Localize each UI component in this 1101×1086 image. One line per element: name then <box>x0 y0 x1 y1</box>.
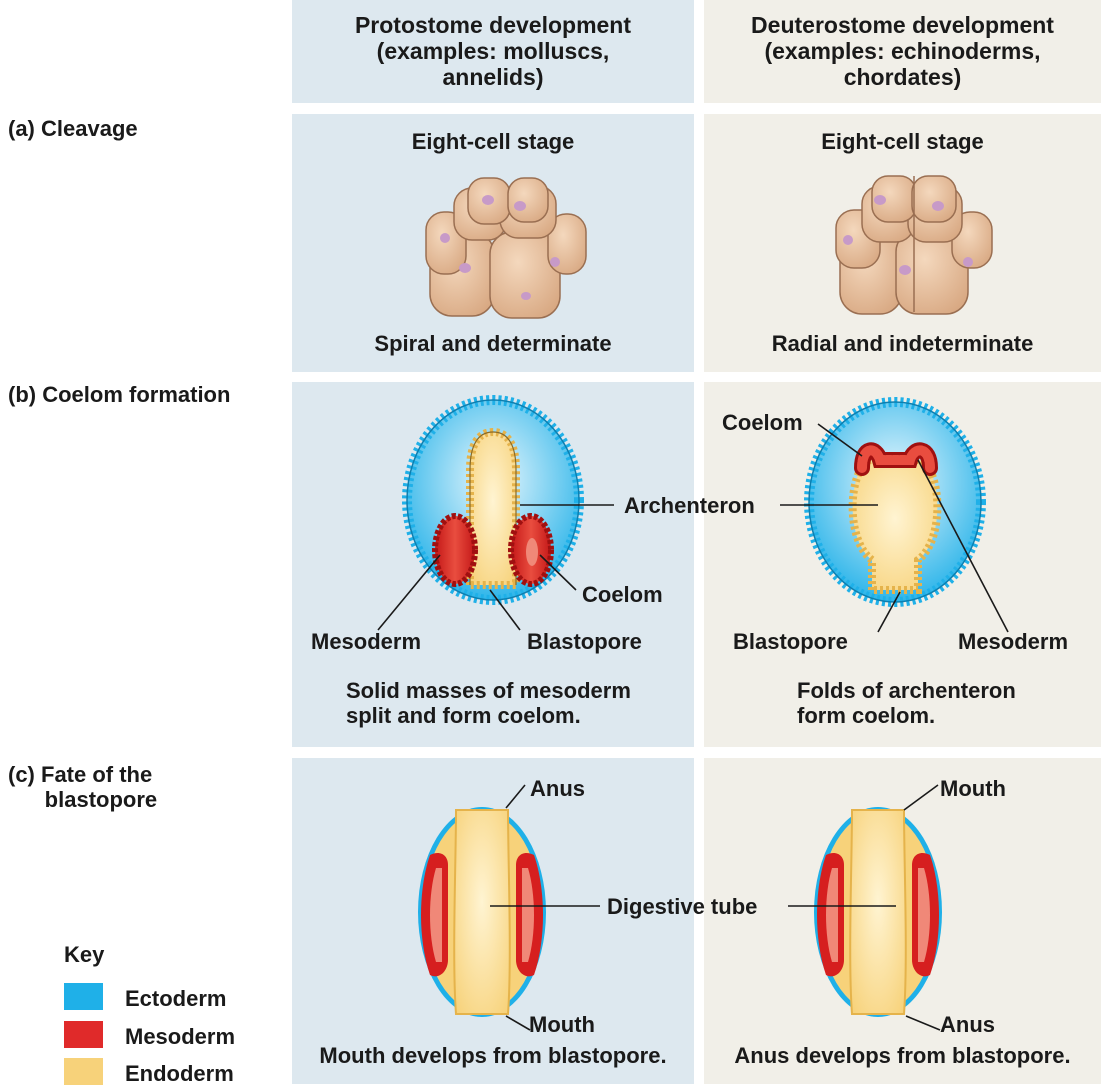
protostome-eight-cell-embryo <box>426 178 586 318</box>
endoderm-key-label: Endoderm <box>125 1061 234 1086</box>
proto-mesoderm-label: Mesoderm <box>311 629 421 654</box>
deut-cleavage-type: Radial and indeterminate <box>704 331 1101 356</box>
endoderm-swatch <box>64 1058 103 1085</box>
mesoderm-swatch <box>64 1021 103 1048</box>
deut-anus-label: Anus <box>940 1012 995 1037</box>
deut-fate-caption: Anus develops from blastopore. <box>704 1043 1101 1068</box>
deut-eight-cell-label: Eight-cell stage <box>704 129 1101 154</box>
key-title: Key <box>64 942 104 967</box>
proto-coelom-caption: Solid masses of mesoderm split and form … <box>346 678 631 728</box>
deut-mouth-label: Mouth <box>940 776 1006 801</box>
archenteron-label: Archenteron <box>624 493 755 518</box>
proto-coelom-label: Coelom <box>582 582 663 607</box>
proto-eight-cell-label: Eight-cell stage <box>292 129 694 154</box>
proto-mouth-label: Mouth <box>529 1012 595 1037</box>
proto-fate-caption: Mouth develops from blastopore. <box>292 1043 694 1068</box>
deut-mesoderm-label: Mesoderm <box>958 629 1068 654</box>
deut-coelom-label: Coelom <box>722 410 803 435</box>
protostome-digestive-tube-embryo <box>418 807 546 1017</box>
deuterostome-eight-cell-embryo <box>836 176 992 314</box>
ectoderm-swatch <box>64 983 103 1010</box>
proto-anus-label: Anus <box>530 776 585 801</box>
deuterostome-digestive-tube-embryo <box>814 807 942 1017</box>
proto-cleavage-type: Spiral and determinate <box>292 331 694 356</box>
deut-blastopore-label: Blastopore <box>733 629 848 654</box>
mesoderm-key-label: Mesoderm <box>125 1024 235 1049</box>
deuterostome-gastrula <box>809 402 981 602</box>
protostome-gastrula <box>407 400 579 600</box>
deut-coelom-caption: Folds of archenteron form coelom. <box>797 678 1016 728</box>
digestive-tube-label: Digestive tube <box>607 894 757 919</box>
proto-blastopore-label: Blastopore <box>527 629 642 654</box>
ectoderm-key-label: Ectoderm <box>125 986 226 1011</box>
